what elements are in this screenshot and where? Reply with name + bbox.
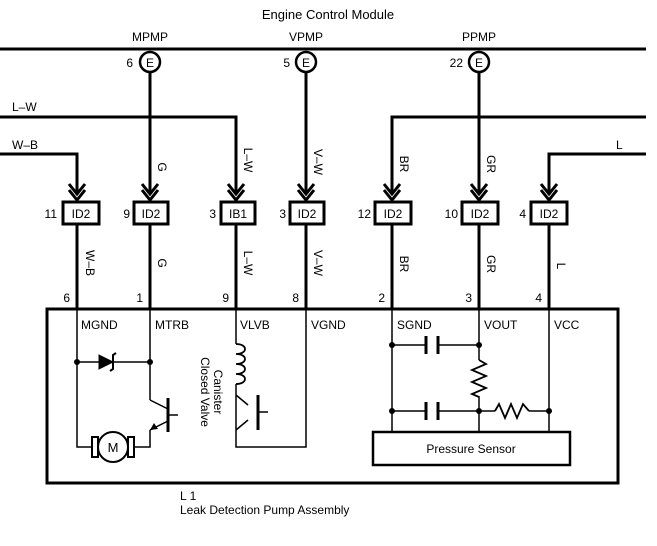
assembly-pin-name: VLVB xyxy=(240,318,270,332)
connector-pin: 3 xyxy=(209,207,216,221)
wire-color-lower-g: G xyxy=(155,258,169,267)
lower-wires xyxy=(75,224,551,309)
ecm-terminal-pin: 22 xyxy=(450,56,464,70)
connector-pin: 9 xyxy=(123,207,130,221)
connector-5: 12 ID2 xyxy=(358,200,413,226)
wire-lw-upper xyxy=(0,115,238,192)
wire-color-lower-wb: W–B xyxy=(83,250,97,276)
wire-color-lower-gr: GR xyxy=(484,255,498,273)
motor-icon: M xyxy=(91,431,135,463)
assembly-pin-name: SGND xyxy=(397,318,432,332)
wire-color-lower-vw: V–W xyxy=(311,250,325,277)
resistor-icon xyxy=(469,359,489,398)
assembly-code: L 1 xyxy=(180,489,197,503)
wire-color-upper-br: BR xyxy=(397,156,411,173)
connector-2: 9 ID2 xyxy=(123,200,170,226)
assembly-pin-name: MTRB xyxy=(155,318,189,332)
wire-color-upper-g: G xyxy=(155,162,169,171)
connector-id: ID2 xyxy=(298,207,317,221)
ecm-terminal-symbol: E xyxy=(146,56,154,70)
connector-pin: 12 xyxy=(358,207,372,221)
coil-icon xyxy=(235,343,246,385)
connector-pin: 4 xyxy=(519,207,526,221)
wire-color-lower-br: BR xyxy=(397,256,411,273)
assembly-pin-name: VCC xyxy=(554,318,580,332)
motor-label: M xyxy=(108,440,119,455)
side-wire-label-lw: L–W xyxy=(12,100,37,114)
connector-4: 3 ID2 xyxy=(279,200,326,226)
assembly-pin-number: 2 xyxy=(378,291,385,305)
assembly-pin-name: VOUT xyxy=(484,318,518,332)
assembly-name: Leak Detection Pump Assembly xyxy=(180,503,349,517)
assembly-enclosure xyxy=(45,307,620,485)
connector-pin: 10 xyxy=(445,207,459,221)
connector-6: 10 ID2 xyxy=(445,200,500,226)
connector-id: ID2 xyxy=(471,207,490,221)
connector-id: IB1 xyxy=(229,207,247,221)
wire-color-upper-vw: V–W xyxy=(311,149,325,176)
ecm-terminal-name: PPMP xyxy=(462,30,496,44)
connector-chevrons xyxy=(67,183,559,203)
assembly-pin-number: 9 xyxy=(222,291,229,305)
valve-label-closed-valve: Closed Valve xyxy=(198,357,212,427)
connector-pin: 11 xyxy=(45,207,58,221)
ecm-terminal-vpmp: VPMP 5 E xyxy=(283,30,323,74)
diagram-title: Engine Control Module xyxy=(262,7,394,22)
capacitor-icon xyxy=(424,402,440,420)
capacitor-icon xyxy=(424,336,440,354)
sensor-circuit xyxy=(389,309,552,432)
connector-id: ID2 xyxy=(142,207,161,221)
assembly-pin-number: 6 xyxy=(63,291,70,305)
valve-label-canister: Canister xyxy=(211,370,225,415)
pressure-sensor-label: Pressure Sensor xyxy=(426,442,515,456)
wire-color-lower-lw: L–W xyxy=(241,251,255,276)
connector-id: ID2 xyxy=(540,207,559,221)
ecm-terminal-symbol: E xyxy=(475,56,483,70)
wire-color-upper-gr: GR xyxy=(484,155,498,173)
resistor-icon xyxy=(494,401,530,421)
connector-id: ID2 xyxy=(384,207,403,221)
motor-transistor-icon xyxy=(149,398,178,432)
ecm-terminal-symbol: E xyxy=(302,56,310,70)
wire-br-upper xyxy=(390,115,646,192)
wire-color-upper-lw: L–W xyxy=(241,148,255,173)
ecm-terminal-ppmp: PPMP 22 E xyxy=(450,30,496,74)
connector-3: 3 IB1 xyxy=(209,200,257,226)
assembly-pin-name: VGND xyxy=(311,318,346,332)
resistor-background xyxy=(474,360,484,396)
valve-circuit xyxy=(235,309,307,448)
assembly-pin-number: 3 xyxy=(465,291,472,305)
wire-color-lower-l: L xyxy=(554,263,568,270)
connector-id: ID2 xyxy=(72,207,91,221)
wire-wb-upper xyxy=(0,152,79,192)
wire-l-upper xyxy=(547,152,646,192)
assembly-pin-number: 8 xyxy=(292,291,299,305)
side-wire-label-wb: W–B xyxy=(12,138,38,152)
side-wire-label-l: L xyxy=(616,138,623,152)
ecm-terminal-mpmp: MPMP 6 E xyxy=(126,30,168,74)
zener-diode-icon xyxy=(98,352,117,372)
assembly-pin-name: MGND xyxy=(81,318,118,332)
assembly-pin-number: 1 xyxy=(136,291,143,305)
ecm-terminal-name: VPMP xyxy=(289,30,323,44)
assembly-pin-number: 4 xyxy=(535,291,542,305)
ecm-terminal-pin: 6 xyxy=(126,56,133,70)
pressure-sensor-box xyxy=(371,430,572,467)
ecm-terminal-name: MPMP xyxy=(132,30,168,44)
connector-7: 4 ID2 xyxy=(519,200,569,226)
connector-1: 11 ID2 xyxy=(45,200,101,226)
connector-pin: 3 xyxy=(279,207,286,221)
connector-box xyxy=(61,200,101,226)
ecm-terminal-pin: 5 xyxy=(283,56,290,70)
connector-box xyxy=(219,200,257,226)
